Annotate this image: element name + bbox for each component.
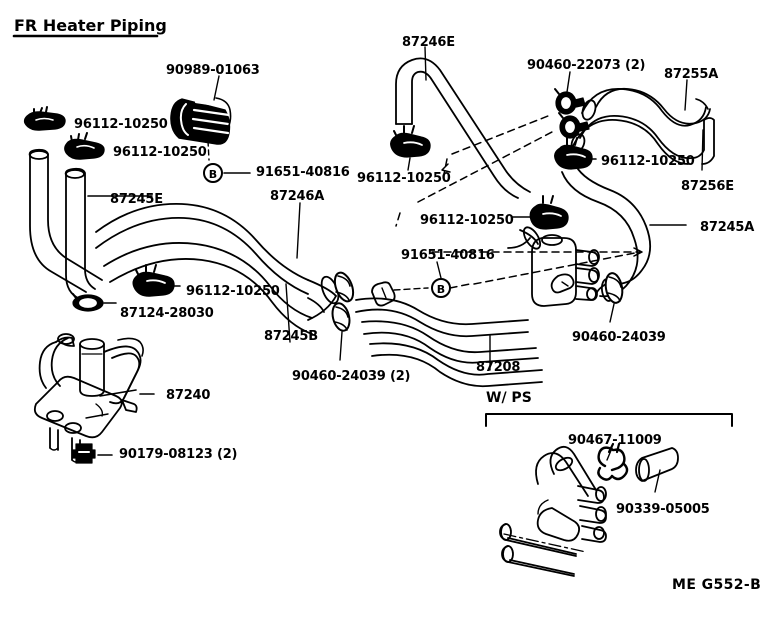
clamp-icon-96112-f	[529, 195, 569, 230]
pipe-87208	[355, 234, 600, 388]
callout-91651-40816-a: 91651-40816	[256, 165, 350, 180]
callout-96112-10250-c: 96112-10250	[186, 284, 280, 299]
leader-87245B	[285, 283, 291, 343]
callout-96112-10250-f: 96112-10250	[420, 213, 514, 228]
ref-marker-b-mid: B	[431, 278, 451, 298]
inset-label-w-ps: W/ PS	[486, 390, 532, 406]
seal-87124-28030	[72, 293, 104, 312]
callout-87208: 87208	[476, 360, 521, 375]
leader-87256E	[701, 129, 704, 171]
leader-90339	[654, 469, 661, 493]
callout-87246E: 87246E	[402, 35, 455, 50]
callout-96112-10250-e: 96112-10250	[601, 154, 695, 169]
ring-90460-a	[333, 271, 355, 303]
callout-87124-28030: 87124-28030	[120, 306, 214, 321]
leader-90467	[606, 447, 613, 461]
leader-87246E	[424, 46, 427, 81]
plug-90339-05005	[635, 447, 679, 482]
svg-text:B: B	[209, 168, 217, 181]
callout-87256E: 87256E	[681, 179, 734, 194]
callout-87255A: 87255A	[664, 67, 719, 82]
leader-87246A	[296, 202, 301, 259]
hose-87255A	[581, 87, 711, 127]
callout-87245E: 87245E	[110, 192, 163, 207]
leader-90460-24039-2	[339, 331, 343, 361]
callout-90339-05005: 90339-05005	[616, 502, 710, 517]
callout-87246A: 87246A	[270, 189, 325, 204]
callout-90989-01063: 90989-01063	[166, 63, 260, 78]
callout-90460-24039-b: 90460-24039	[572, 330, 666, 345]
dash-arrow-2	[441, 163, 451, 173]
ref-marker-b-top: B	[203, 163, 223, 183]
clamp-icon-96112-d	[390, 125, 431, 171]
clamp-90460-22073-b	[558, 112, 590, 139]
leader-91651-mid	[436, 261, 442, 279]
ring-90460-24039-a	[331, 302, 351, 332]
callout-87245A: 87245A	[700, 220, 755, 235]
hose-87246A	[95, 203, 340, 321]
dash-to-ref-b-top	[207, 140, 210, 161]
clamp-icon-96112-e	[554, 137, 593, 170]
drawing-code: ME G552-B	[672, 577, 762, 593]
callout-87245B: 87245B	[264, 329, 318, 344]
callout-90467-11009: 90467-11009	[568, 433, 662, 448]
callout-96112-10250-b: 96112-10250	[113, 145, 207, 160]
callout-87240: 87240	[166, 388, 211, 403]
assembly-dashed-lines	[395, 115, 641, 289]
clamp-icon-96112-c	[132, 264, 175, 297]
water-valve-87240	[33, 333, 144, 463]
dash-arrow	[633, 247, 643, 257]
leader-90460-24039-b	[609, 303, 615, 323]
svg-text:B: B	[437, 283, 445, 296]
ring-90460-24039-b	[604, 272, 624, 304]
ps-subassembly	[499, 445, 607, 577]
clamp-icon-96112-b	[64, 132, 105, 160]
grommet-90989-01063	[170, 97, 232, 145]
inset-bracket	[485, 413, 733, 427]
page-title: FR Heater Piping	[14, 16, 167, 35]
hose-87245E	[28, 148, 103, 300]
callout-96112-10250-a: 96112-10250	[74, 117, 168, 132]
callout-90179-08123-2: 90179-08123 (2)	[119, 447, 238, 462]
clamp-icon-96112-a	[23, 106, 66, 131]
leader-90989	[213, 75, 220, 101]
callout-90460-22073-2: 90460-22073 (2)	[527, 58, 646, 73]
clamp-90460-22073-a	[554, 88, 586, 115]
callout-96112-10250-d: 96112-10250	[357, 171, 451, 186]
clip-90467-11009	[597, 442, 629, 481]
leader-90460-22073	[566, 71, 571, 93]
callout-91651-40816-b: 91651-40816	[401, 248, 495, 263]
leader-87255A	[684, 79, 688, 111]
callout-90460-24039-2: 90460-24039 (2)	[292, 369, 411, 384]
hose-87245B	[103, 242, 325, 335]
nut-90179-08123	[72, 443, 96, 464]
bracket-clip-mid	[371, 281, 429, 307]
